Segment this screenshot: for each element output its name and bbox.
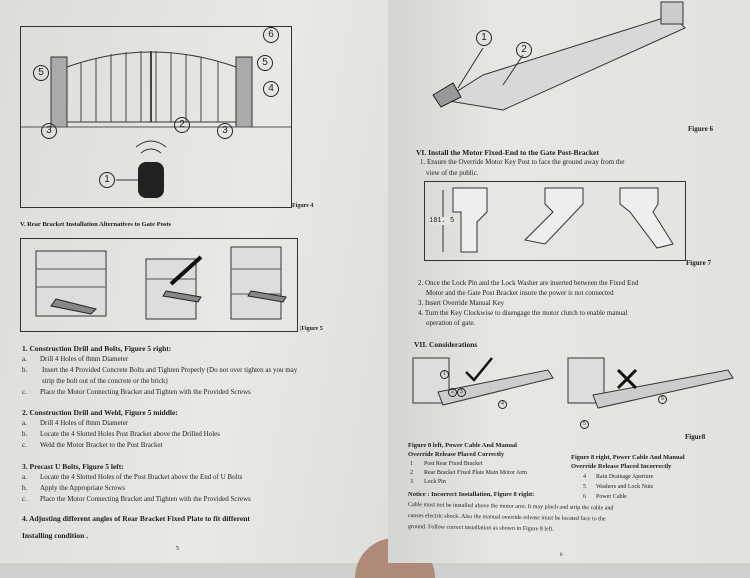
step-1b-cont: strip the bolt out of the concrete or th…: [42, 377, 168, 385]
vi-item-3: 3. Insert Override Manual Key: [418, 299, 505, 307]
callout-3b: 3: [217, 123, 233, 139]
figure-8-caption: Figur8: [685, 433, 706, 441]
figure-4-gate-remote: 6 5 4 5 3 2 3 1: [20, 26, 292, 208]
fig8-callout-1: 1: [440, 370, 449, 379]
fig8-item-1: Post Rear Fixed Bracket: [424, 461, 483, 467]
fig8-item-5: Washers and Lock Nuts: [596, 484, 654, 490]
notice-line-3: ground. Follow correct installation as s…: [407, 524, 554, 533]
fig8-item-3-num: 3: [410, 479, 413, 485]
step-1a-marker: a.: [22, 355, 27, 363]
step-2c: Weld the Motor Bracket to the Post Brack…: [40, 441, 163, 449]
fig8-callout-3: 3: [457, 388, 466, 397]
fig8-item-3: Lock Pin: [424, 479, 446, 485]
step-2a: Drill 4 Holes of 8mm Diameter: [40, 419, 129, 427]
fig8-left-title-1: Figure 8 left, Power Cable And Manual: [408, 442, 517, 449]
fig8-callout-5: 5: [580, 420, 589, 429]
fig8-right-title-2: Override Release Placed Incorrectly: [571, 463, 672, 470]
section-vii-title: VII. Considerations: [414, 340, 478, 349]
step-1b-marker: b.: [22, 366, 28, 374]
callout-5b: 5: [257, 55, 273, 71]
step-3b: Apply the Appropriate Screws: [40, 484, 125, 492]
step-3a-marker: a.: [22, 473, 27, 481]
figure-5-caption: |Figure 5: [300, 326, 323, 332]
fig8-item-4-num: 4: [583, 474, 586, 480]
fig8-item-6: Power Cable: [596, 494, 627, 500]
notice-line-2: causes electric shock. Also the manual o…: [407, 513, 606, 523]
page-number-5: 5: [176, 546, 179, 552]
step-1b: Insert the 4 Provided Concrete Bolts and…: [42, 366, 298, 374]
fig6-callout-2: 2: [516, 42, 532, 58]
callout-1: 1: [99, 172, 115, 188]
figure-4-caption: Figure 4: [292, 203, 314, 209]
step-3a: Locate the 4 Slotted Holes of the Post B…: [40, 473, 243, 481]
fig8-item-4: Rain Drainage Aperture: [596, 474, 654, 480]
fig8-callout-2: 2: [448, 388, 457, 397]
step-4-cont: Installing condition .: [22, 531, 89, 540]
fig8-item-1-num: 1: [410, 461, 413, 467]
figure-6-motor-arm: [432, 1, 686, 111]
step-1a: Drill 4 Holes of 8mm Diameter: [40, 355, 129, 363]
fig8-item-5-num: 5: [583, 484, 586, 490]
figure-7-caption: Figure 7: [686, 259, 711, 267]
vi-item-2-cont: Motor and the Gate Post Bracket insure t…: [426, 289, 614, 297]
fig8-callout-6: 6: [658, 395, 667, 404]
step-2-title: 2. Construction Drill and Weld, Figure 5…: [22, 408, 178, 417]
fig8-item-2: Rear Bracket Fixed Plate Main Motor Arm: [424, 470, 527, 476]
step-3c-marker: c.: [22, 495, 27, 503]
bracket-posts-illustration: [35, 246, 287, 320]
callout-2: 2: [174, 117, 190, 133]
step-3-title: 3. Precast U Bolts, Figure 5 left:: [22, 462, 124, 471]
callout-3: 3: [41, 123, 57, 139]
dimension-label: 181. 5: [429, 217, 455, 225]
callout-5: 5: [33, 65, 49, 81]
bracket-angles-illustration: [442, 187, 674, 253]
page-number-6: 6: [560, 553, 563, 558]
fig8-right-title-1: Figure 8 right, Power Cable And Manual: [571, 454, 685, 461]
section-v-title: V. Rear Bracket Installation Alternative…: [20, 221, 172, 228]
fig8-item-2-num: 2: [410, 470, 413, 476]
step-4-title: 4. Adjusting different angles of Rear Br…: [22, 514, 250, 523]
fig6-callout-1: 1: [476, 30, 492, 46]
callout-4: 4: [263, 81, 279, 97]
figure-8-cable-placement: [412, 357, 734, 409]
step-1c: Place the Motor Connecting Bracket and T…: [40, 388, 251, 396]
fig8-left-title-2: Override Release Placed Correctly: [408, 451, 505, 458]
right-page: 1 2 Figure 6 VI. Install the Motor Fixed…: [388, 0, 750, 563]
step-1c-marker: c.: [22, 388, 27, 396]
fig8-item-6-num: 6: [583, 494, 586, 500]
step-2b-marker: b.: [22, 430, 28, 438]
vi-item-1-cont: view of the public.: [426, 169, 479, 177]
figure-7-bracket-angles: 181. 5: [424, 181, 686, 261]
section-vi-title: VI. Install the Motor Fixed-End to the G…: [416, 148, 599, 157]
notice-line-1: Cable must not be installed above the mo…: [407, 502, 614, 512]
figure-6-caption: Figure 6: [688, 125, 713, 133]
step-3c: Place the Motor Connecting Bracket and T…: [40, 495, 251, 503]
fig8-callout-4: 4: [498, 400, 507, 409]
notice-title: Notice : Incorrect Installation, Figure …: [408, 491, 535, 498]
vi-item-4-cont: operation of gate.: [426, 319, 476, 327]
vi-item-2: 2. Once the Lock Pin and the Lock Washer…: [418, 279, 639, 287]
step-2b: Locate the 4 Slotted Holes Post Bracket …: [40, 430, 221, 438]
left-page: 6 5 4 5 3 2 3 1 Figure 4 V. Rear Bracket…: [0, 0, 435, 578]
vi-item-1: 1. Ensure the Override Motor Key Post to…: [420, 158, 625, 166]
step-3b-marker: b.: [22, 484, 28, 492]
gate-illustration: [21, 51, 291, 198]
step-1-title: 1. Construction Drill and Bolts, Figure …: [22, 344, 172, 353]
figure-5-brackets: [20, 238, 298, 332]
step-2a-marker: a.: [22, 419, 27, 427]
callout-6: 6: [263, 27, 279, 43]
step-2c-marker: c.: [22, 441, 27, 449]
vi-item-4: 4. Turn the Key Clockwise to disengage t…: [418, 309, 628, 317]
